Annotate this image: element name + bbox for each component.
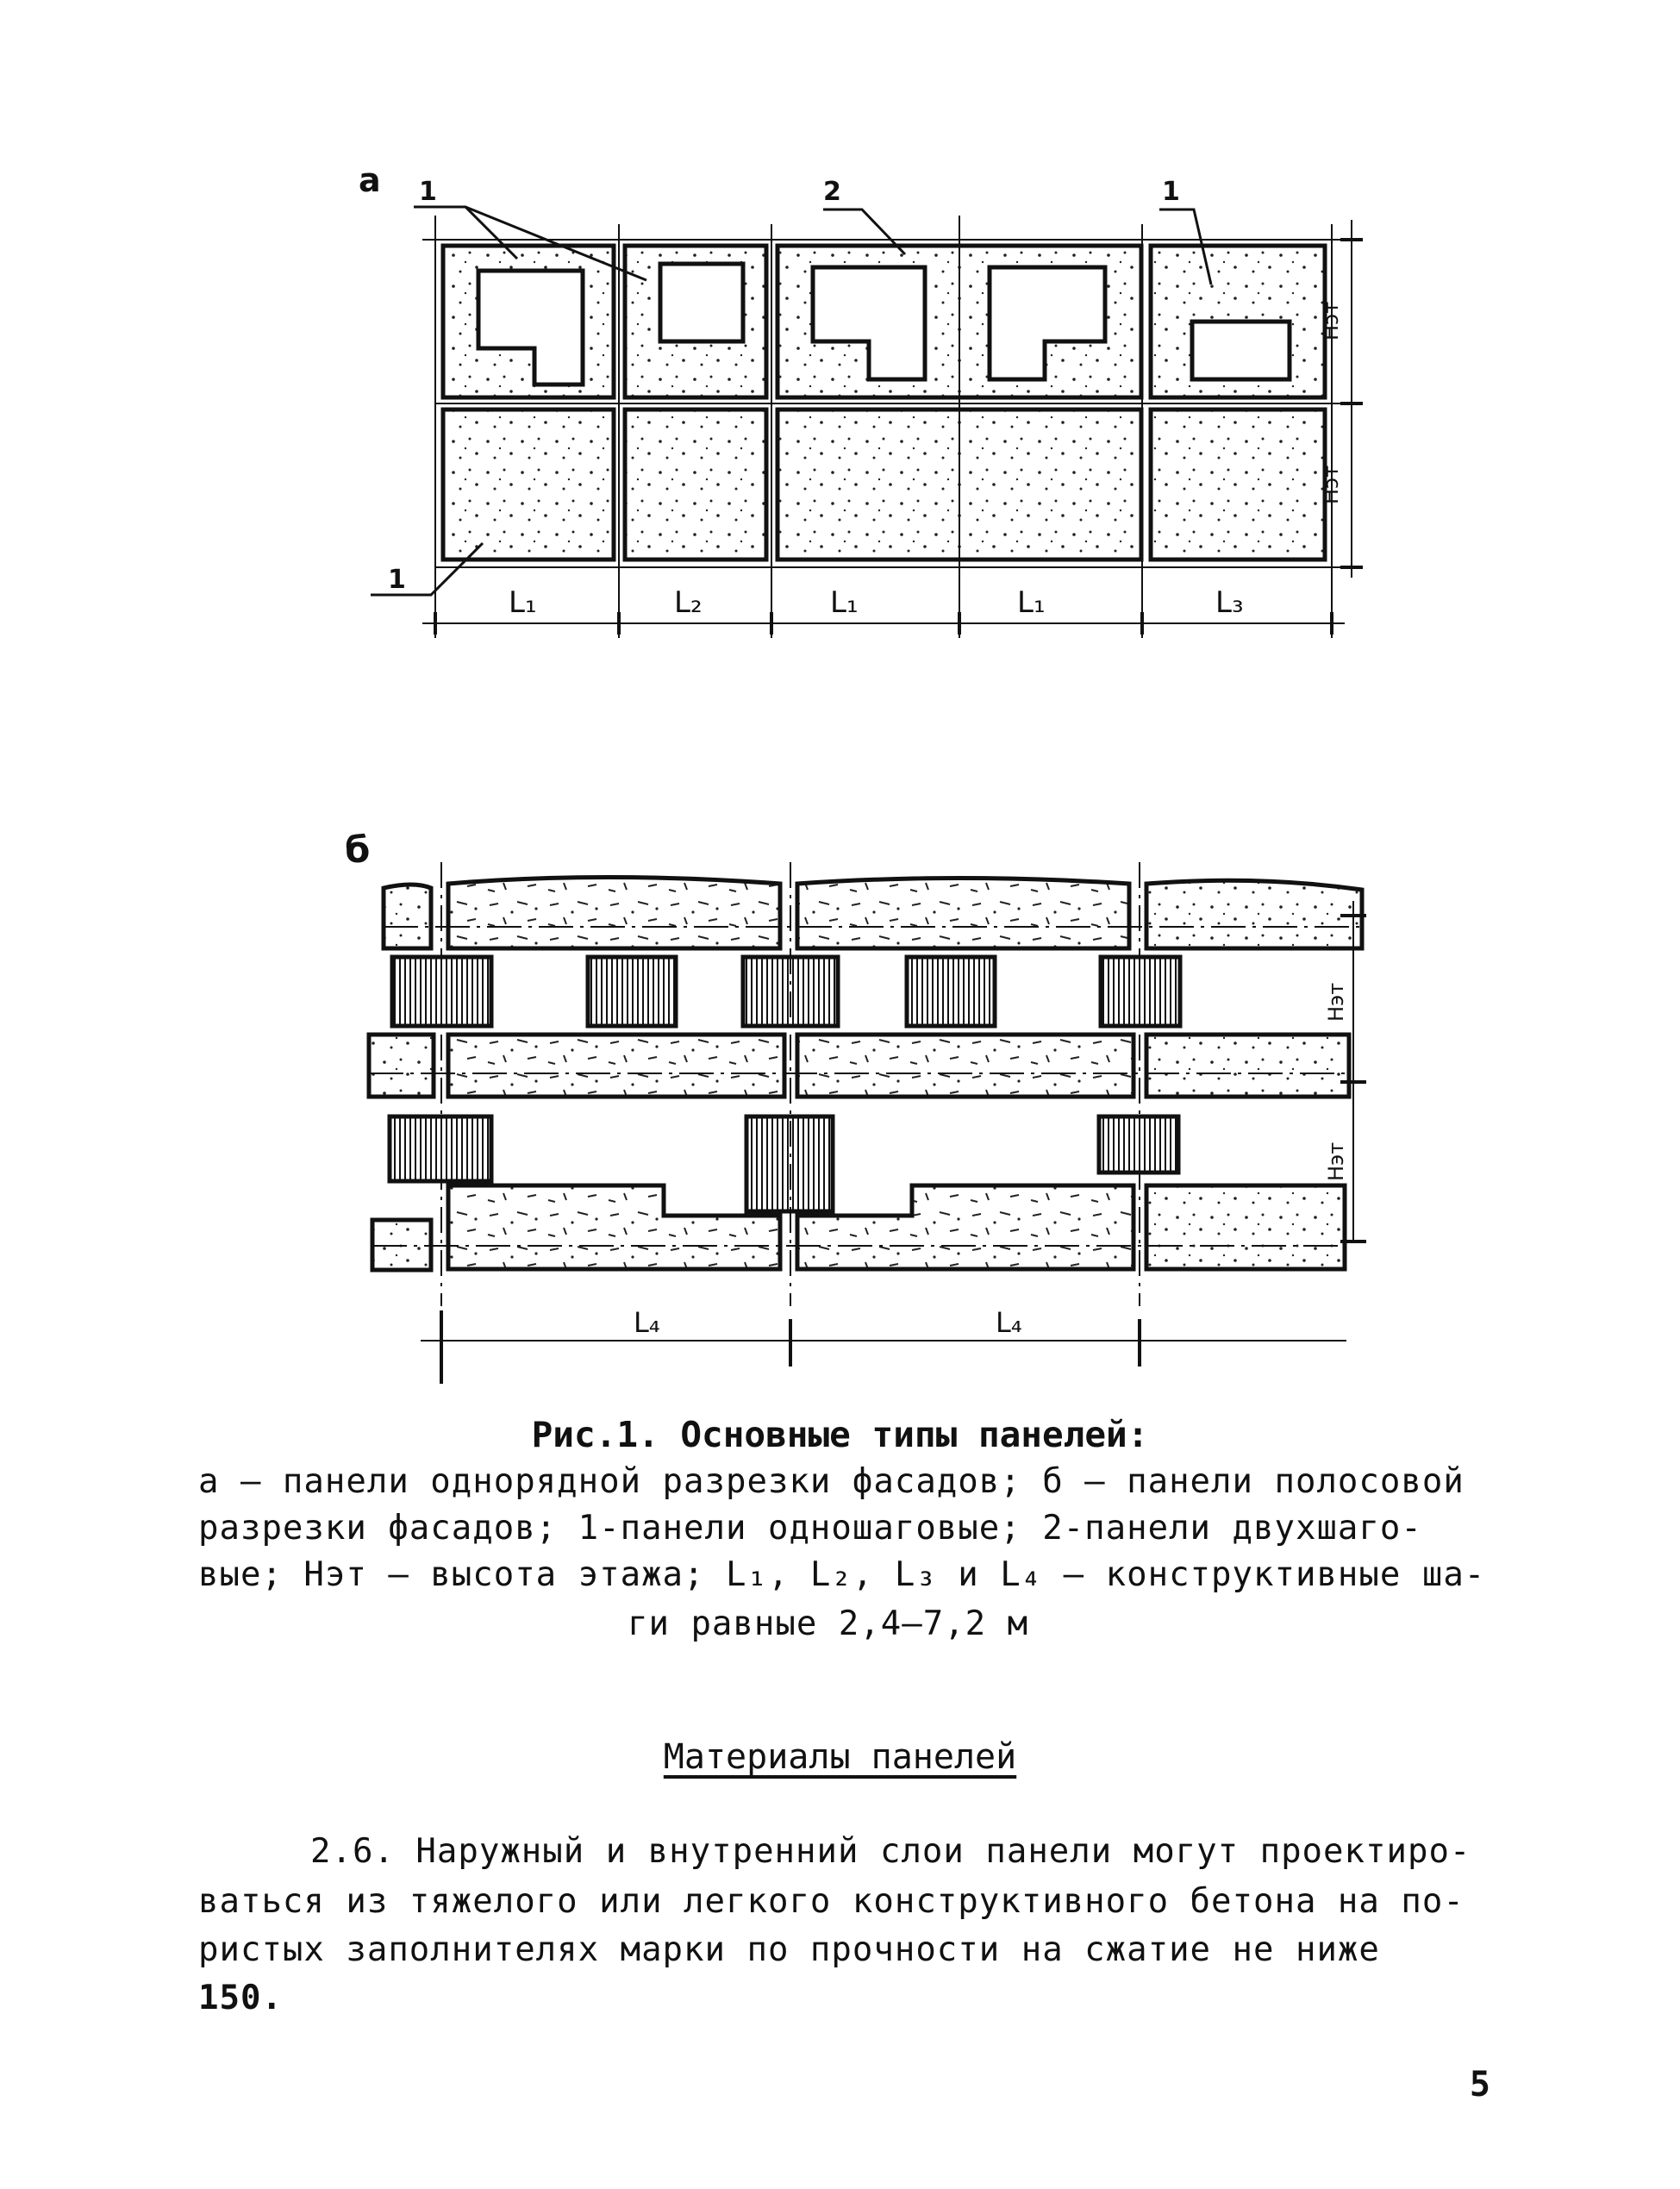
figure-a-span-3: L₁ [830, 585, 859, 620]
figure-panels: а 1 2 1 1 L₁ L₂ L₁ L₁ L₃ Hэт Hэт [345, 161, 1366, 1384]
figure-b-labels: б L₄ L₄ Hэт Hэт [345, 829, 1348, 1339]
figure-a-height-2: Hэт [1319, 466, 1343, 504]
figure-a-span-5: L₃ [1215, 585, 1244, 620]
figure-a-callout-2: 2 [823, 177, 841, 207]
figure-b [366, 862, 1366, 1384]
section-heading-text: Материалы панелей [663, 1737, 1017, 1777]
figure-a-callout-1: 1 [419, 177, 437, 207]
caption-line-3: вые; Нэт – высота этажа; L₁, L₂, L₃ и L₄… [198, 1555, 1486, 1594]
section-heading: Материалы панелей [0, 1737, 1680, 1777]
paragraph-line-1: 2.6. Наружный и внутренний слои панели м… [310, 1832, 1471, 1871]
figure-a-span-1: L₁ [509, 585, 537, 620]
figure-b-height-1: Hэт [1324, 983, 1348, 1022]
figure-a-span-2: L₂ [674, 585, 703, 620]
figure-a-span-4: L₁ [1017, 585, 1046, 620]
figure-a-labels: а 1 2 1 1 L₁ L₂ L₁ L₁ L₃ Hэт Hэт [359, 161, 1343, 620]
caption-line-1: а – панели однорядной разрезки фасадов; … [198, 1462, 1465, 1501]
paragraph-line-2: ваться из тяжелого или легкого конструкт… [198, 1882, 1465, 1921]
paragraph-line-3: ристых заполнителях марки по прочности н… [198, 1930, 1380, 1969]
figure-a-label: а [359, 161, 381, 199]
page-number: 5 [1469, 2065, 1490, 2105]
figure-a-callout-3: 1 [1162, 177, 1180, 207]
figure-b-label: б [345, 829, 370, 871]
figure-caption-title: Рис.1. Основные типы панелей: [531, 1414, 1149, 1455]
figure-a-callout-4: 1 [388, 565, 406, 595]
caption-line-2: разрезки фасадов; 1-панели одношаговые; … [198, 1509, 1422, 1548]
figure-a [371, 205, 1363, 638]
figure-b-span-1: L₄ [634, 1306, 660, 1339]
paragraph-line-4: 150. [198, 1979, 283, 2017]
figure-b-span-2: L₄ [996, 1306, 1022, 1339]
figure-b-height-2: Hэт [1324, 1142, 1348, 1181]
figure-a-height-1: Hэт [1319, 302, 1343, 341]
caption-line-4: ги равные 2,4–7,2 м [628, 1604, 1029, 1643]
